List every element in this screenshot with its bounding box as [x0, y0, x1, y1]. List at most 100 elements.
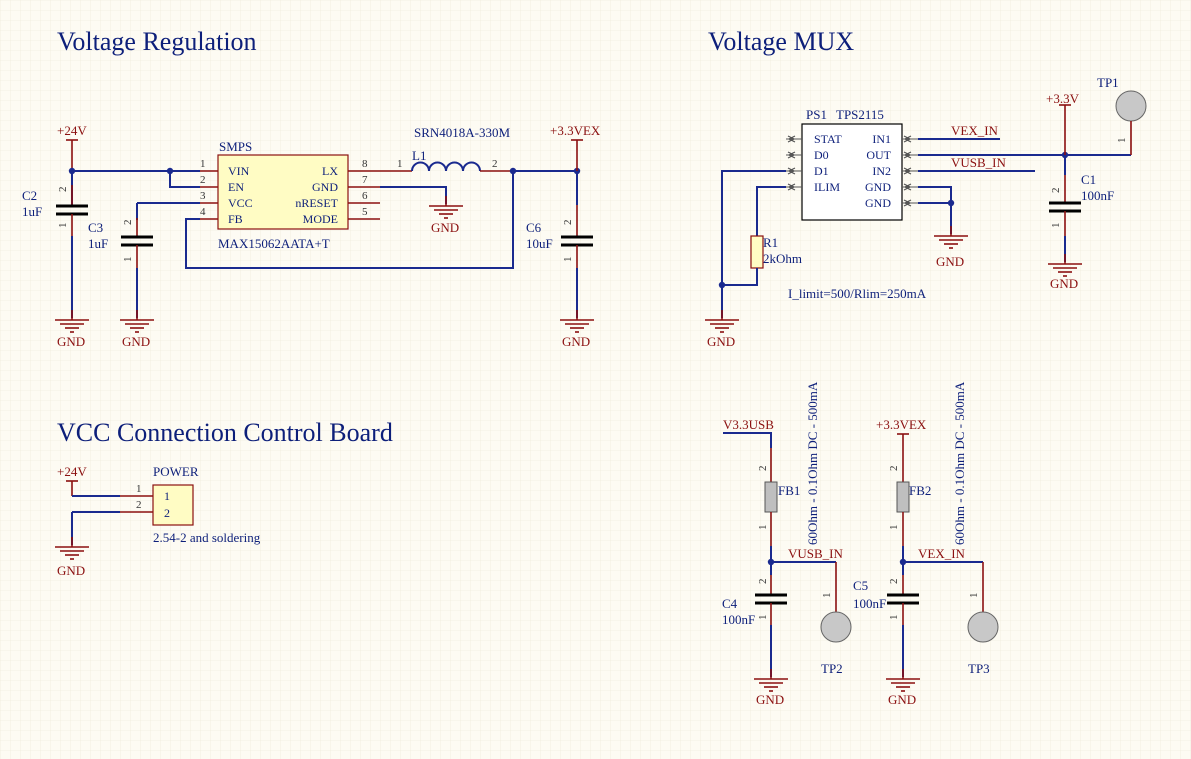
c3-value: 1uF	[88, 236, 108, 251]
tp1-label: TP1	[1097, 75, 1119, 90]
c6-value: 10uF	[526, 236, 553, 251]
svg-text:2: 2	[122, 220, 134, 226]
connector-pin-1: 1	[164, 489, 170, 503]
smps-pin-fb: FB	[228, 212, 243, 226]
gnd-label-c2: GND	[57, 334, 85, 349]
smps-pin-lx: LX	[322, 164, 338, 178]
gnd-label-connector: GND	[57, 563, 85, 578]
smps-pin-nreset: nRESET	[295, 196, 338, 210]
smps-pin-1-num: 1	[200, 158, 206, 170]
fb2-designator: FB2	[909, 483, 931, 498]
power-24v-conn-label: +24V	[57, 464, 87, 479]
smps-ic-body	[217, 154, 349, 230]
inductor-l1	[411, 161, 481, 172]
svg-text:2: 2	[1050, 188, 1062, 194]
smps-pin-vcc: VCC	[228, 196, 253, 210]
gnd-label-r1: GND	[707, 334, 735, 349]
mux-pin-out: OUT	[866, 148, 891, 162]
net-label-vusb-in: VUSB_IN	[951, 155, 1007, 170]
svg-text:2: 2	[136, 499, 142, 511]
inductor-designator: L1	[412, 148, 426, 163]
svg-text:2: 2	[888, 466, 900, 472]
gnd-label-c4: GND	[756, 692, 784, 707]
net-label-vusb-in-filter: VUSB_IN	[788, 546, 844, 561]
c5-designator: C5	[853, 578, 868, 593]
ferrite-filter-usb: V3.3USB 2 1 FB1 60Ohm - 0.1Ohm DC - 500m…	[722, 381, 852, 707]
fb2-ferrite-bead	[896, 481, 910, 513]
c4-value: 100nF	[722, 612, 755, 627]
svg-text:1: 1	[57, 223, 69, 229]
smps-pin-3-num: 3	[200, 190, 206, 202]
fb1-ferrite-bead	[764, 481, 778, 513]
c5-value: 100nF	[853, 596, 886, 611]
fb1-spec: 60Ohm - 0.1Ohm DC - 500mA	[805, 381, 820, 545]
gnd-label-c3: GND	[122, 334, 150, 349]
svg-text:1: 1	[757, 615, 769, 621]
svg-text:1: 1	[136, 483, 142, 495]
section-title-voltage-regulation: Voltage Regulation	[57, 27, 257, 56]
smps-pin-en: EN	[228, 180, 244, 194]
section-title-vcc-connection: VCC Connection Control Board	[57, 418, 393, 447]
smps-pin-vin: VIN	[228, 164, 250, 178]
smps-pin-mode: MODE	[303, 212, 338, 226]
svg-text:1: 1	[968, 593, 980, 599]
mux-pin-stat: STAT	[814, 132, 842, 146]
vcc-connection-circuit: +24V 1 2 POWER 1 2 2.54-2 and soldering …	[54, 464, 261, 578]
gnd-label-c1: GND	[1050, 276, 1078, 291]
net-label-vex-in: VEX_IN	[951, 123, 999, 138]
tp3-test-point	[967, 611, 999, 643]
tp1-test-point	[1115, 90, 1147, 122]
svg-text:1: 1	[122, 257, 134, 263]
net-label-vex-in-filter: VEX_IN	[918, 546, 966, 561]
power-connector	[152, 484, 194, 526]
svg-text:1: 1	[757, 525, 769, 531]
power-24v-label: +24V	[57, 123, 87, 138]
r1-value: 2kOhm	[763, 251, 802, 266]
fb2-spec: 60Ohm - 0.1Ohm DC - 500mA	[952, 381, 967, 545]
mux-pin-d1: D1	[814, 164, 829, 178]
mux-pin-in1: IN1	[872, 132, 891, 146]
svg-text:1: 1	[1116, 138, 1128, 144]
mux-pin-in2: IN2	[872, 164, 891, 178]
gnd-label-c6: GND	[562, 334, 590, 349]
c1-value: 100nF	[1081, 188, 1114, 203]
section-title-voltage-mux: Voltage MUX	[708, 27, 854, 56]
mux-designator: PS1	[806, 107, 827, 122]
gnd-label-smps: GND	[431, 220, 459, 235]
c6-designator: C6	[526, 220, 542, 235]
mux-pin-gnd-2: GND	[865, 196, 891, 210]
smps-part-number: MAX15062AATA+T	[218, 236, 330, 251]
mux-pin-d0: D0	[814, 148, 829, 162]
svg-text:2: 2	[757, 466, 769, 472]
voltage-regulation-circuit: +24V C2 1uF 2 1 GND C3 1uF 2 1 GND SMPS	[22, 123, 601, 349]
voltage-mux-circuit: PS1 TPS2115 STAT D0 D1 ILIM IN1 OUT IN2 …	[704, 75, 1147, 349]
smps-pin-6-num: 6	[362, 190, 368, 202]
tp2-label: TP2	[821, 661, 843, 676]
gnd-label-mux: GND	[936, 254, 964, 269]
svg-text:2: 2	[562, 220, 574, 226]
svg-text:2: 2	[888, 579, 900, 585]
c4-designator: C4	[722, 596, 738, 611]
tp2-test-point	[820, 611, 852, 643]
mux-pin-ilim: ILIM	[814, 180, 840, 194]
svg-text:2: 2	[757, 579, 769, 585]
svg-text:2: 2	[492, 158, 498, 170]
svg-text:1: 1	[888, 525, 900, 531]
power-v33usb-label: V3.3USB	[723, 417, 774, 432]
ferrite-filter-vex: +3.3VEX 2 1 FB2 60Ohm - 0.1Ohm DC - 500m…	[853, 381, 999, 707]
fb1-designator: FB1	[778, 483, 800, 498]
mux-ic-body	[801, 123, 903, 221]
inductor-part: SRN4018A-330M	[414, 125, 511, 140]
connector-designator: POWER	[153, 464, 199, 479]
r1-designator: R1	[763, 235, 778, 250]
smps-pin-7-num: 7	[362, 174, 368, 186]
c1-designator: C1	[1081, 172, 1096, 187]
r1-resistor	[750, 235, 764, 269]
svg-text:1: 1	[888, 615, 900, 621]
connector-pin-2: 2	[164, 506, 170, 520]
power-33v-label: +3.3V	[1046, 91, 1080, 106]
smps-pin-5-num: 5	[362, 206, 368, 218]
power-33vex-filter-label: +3.3VEX	[876, 417, 927, 432]
